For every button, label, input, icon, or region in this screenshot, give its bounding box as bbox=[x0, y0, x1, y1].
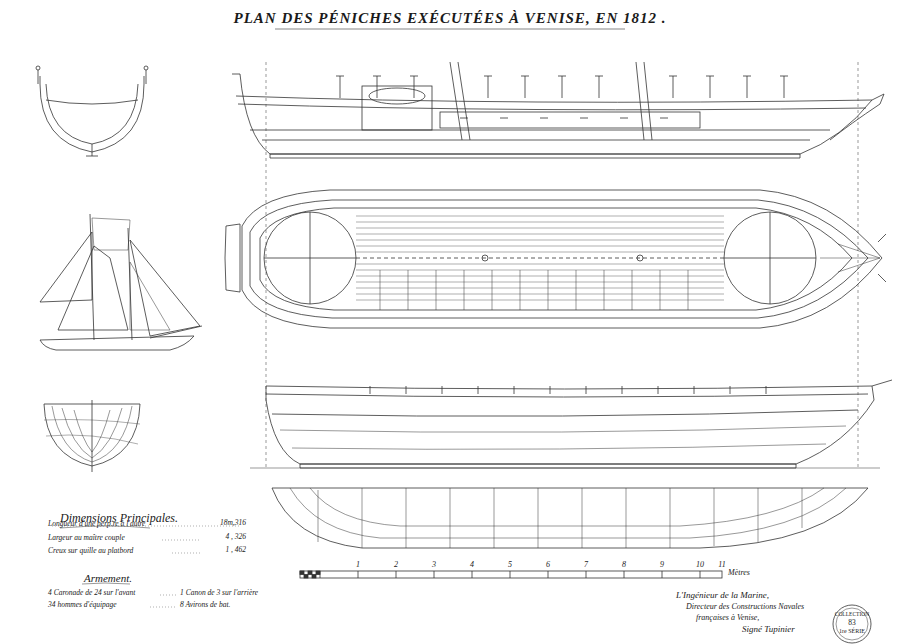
dimension-value: 18m,316 bbox=[220, 519, 246, 527]
dimension-value: 1 , 462 bbox=[225, 546, 246, 554]
signature-line: françaises à Venise, bbox=[696, 614, 759, 623]
deck-plan bbox=[225, 190, 886, 328]
scale-number: 7 bbox=[584, 561, 588, 570]
half-breadth-plan bbox=[272, 488, 868, 548]
armament-label: 4 Caronade de 24 sur l'avant bbox=[48, 589, 135, 597]
dimension-label: Largeur au maître couple bbox=[48, 534, 125, 542]
scale-unit: Mètres bbox=[728, 569, 750, 578]
dimension-label: Longueur d'une perp.re à l'autre bbox=[48, 520, 145, 528]
stamp-text: COLLECTION bbox=[835, 611, 870, 617]
body-plan bbox=[44, 400, 140, 472]
plan-title: PLAN DES PÉNICHES EXÉCUTÉES À VENISE, EN… bbox=[234, 10, 667, 27]
midship-section bbox=[36, 66, 148, 156]
library-stamp bbox=[833, 605, 871, 643]
scale-number: 6 bbox=[546, 561, 550, 570]
scale-bar bbox=[300, 571, 722, 578]
sail-plan bbox=[40, 214, 202, 350]
inboard-profile bbox=[232, 62, 884, 158]
title-rule bbox=[275, 29, 625, 30]
armament-label: 1 Canon de 3 sur l'arrière bbox=[180, 589, 258, 597]
stamp-text: 83 bbox=[848, 619, 856, 627]
scale-number: 5 bbox=[508, 561, 512, 570]
armament-label: 34 hommes d'équipage bbox=[48, 601, 117, 609]
scale-number: 2 bbox=[394, 561, 398, 570]
signature-line: Signé Tupinier bbox=[742, 625, 795, 635]
scale-number: 9 bbox=[660, 561, 664, 570]
scale-number: 3 bbox=[432, 561, 436, 570]
armament-label: 8 Avirons de bat. bbox=[180, 601, 230, 609]
scale-number: 1 bbox=[356, 561, 360, 570]
scale-number: 4 bbox=[470, 561, 474, 570]
stamp-text: 1re SÉRIE bbox=[839, 628, 865, 635]
section-heading: Armement. bbox=[84, 572, 132, 584]
scale-number: 10 bbox=[696, 561, 704, 570]
outboard-profile bbox=[250, 380, 892, 468]
scale-number: 8 bbox=[622, 561, 626, 570]
signature-line: Directeur des Constructions Navales bbox=[686, 603, 804, 612]
scale-number: 11 bbox=[718, 561, 725, 570]
dimension-label: Creux sur quille au platbord bbox=[48, 547, 133, 555]
dimension-value: 4 , 326 bbox=[225, 533, 246, 541]
signature-line: L'Ingénieur de la Marine, bbox=[676, 591, 769, 601]
